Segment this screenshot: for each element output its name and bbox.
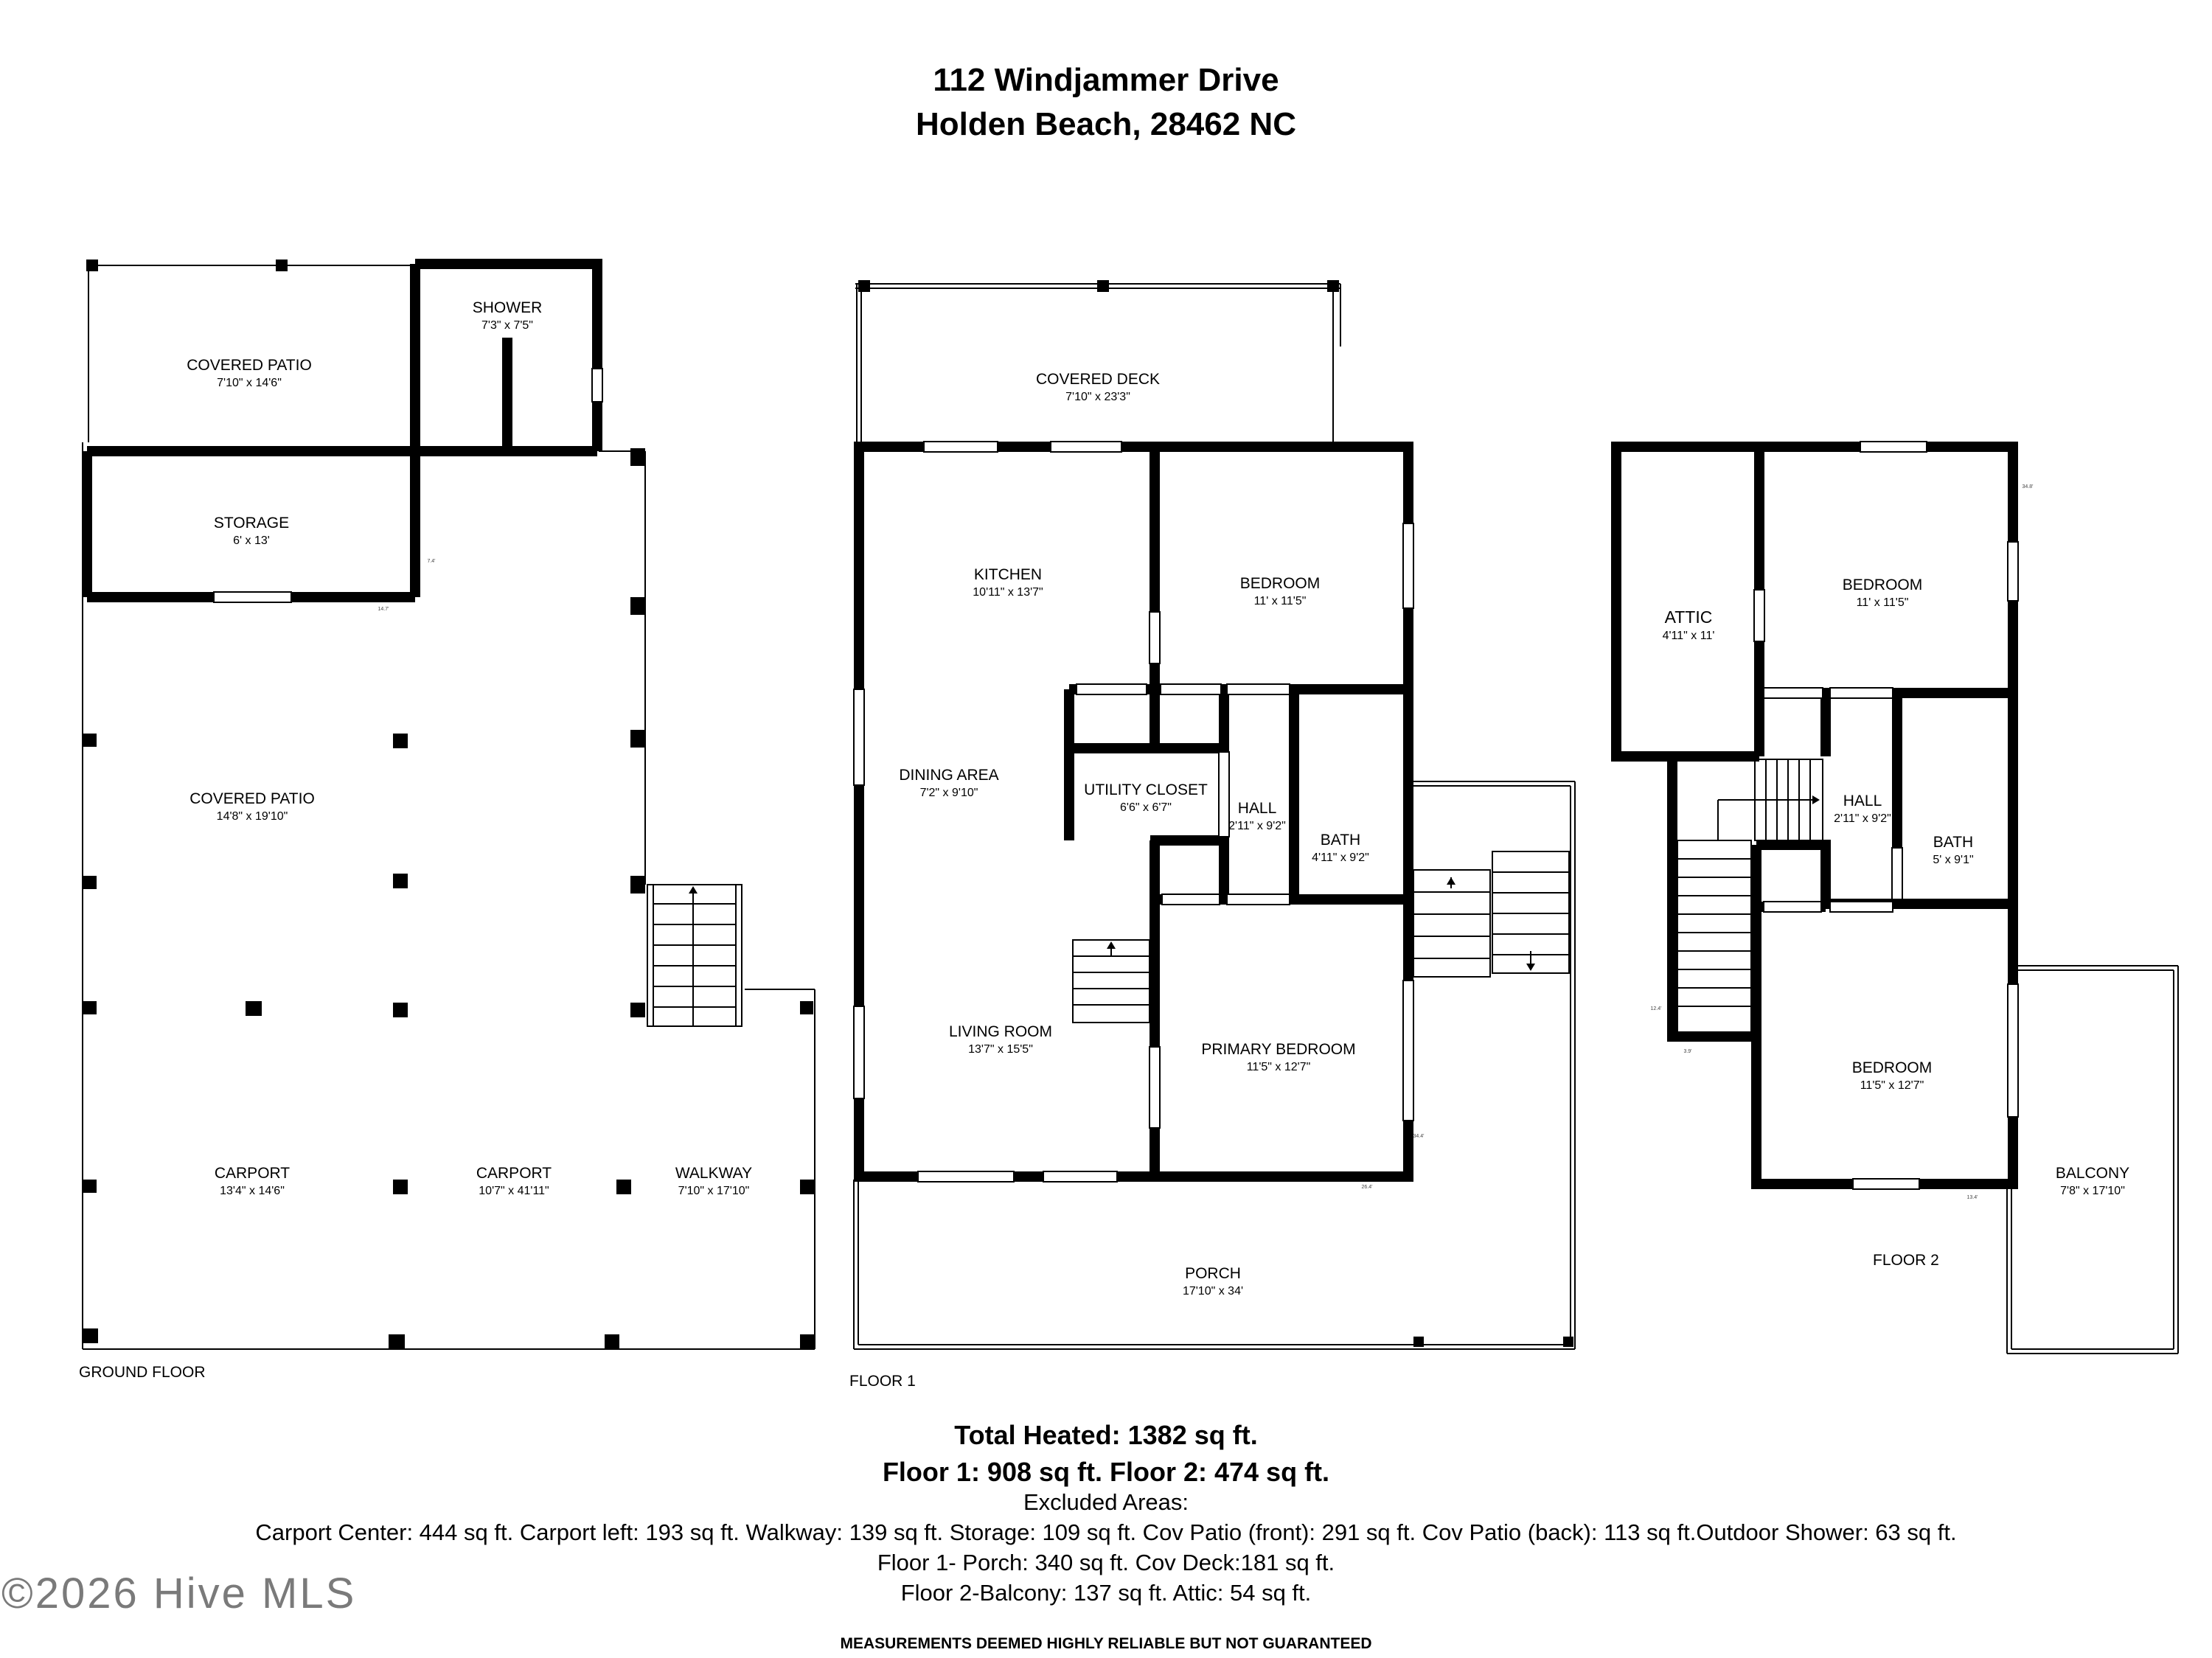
excluded-title: Excluded Areas: <box>1023 1489 1189 1515</box>
room-name: BATH <box>1321 832 1360 849</box>
small-dim: 14.7' <box>378 607 389 612</box>
room-dims: 7'10" x 17'10" <box>678 1185 750 1197</box>
room-dims: 6' x 13' <box>233 534 270 547</box>
room-name: LIVING ROOM <box>949 1023 1052 1040</box>
room-name: SHOWER <box>473 299 543 316</box>
room-dims: 4'11" x 9'2" <box>1312 851 1369 864</box>
room-name: HALL <box>1238 800 1277 817</box>
address-line-1: 112 Windjammer Drive <box>933 62 1279 98</box>
stair-arrow <box>689 886 698 894</box>
excluded-line-2: Floor 1- Porch: 340 sq ft. Cov Deck:181 … <box>877 1550 1335 1575</box>
room-name: BALCONY <box>2056 1165 2129 1182</box>
window <box>213 591 292 603</box>
room-dims: 14'8" x 19'10" <box>217 810 288 823</box>
disclaimer: MEASUREMENTS DEEMED HIGHLY RELIABLE BUT … <box>840 1635 1372 1652</box>
room-name: BATH <box>1933 834 1973 851</box>
room-name: BEDROOM <box>1843 577 1923 593</box>
room-dims: 13'4" x 14'6" <box>220 1185 285 1197</box>
small-dim: 12.4' <box>1651 1006 1662 1011</box>
room-dims: 7'3" x 7'5" <box>481 319 533 332</box>
room-dims: 17'10" x 34' <box>1183 1285 1243 1298</box>
room-dims: 11'5" x 12'7" <box>1860 1079 1924 1092</box>
room-dims: 7'10" x 23'3" <box>1065 391 1130 403</box>
window <box>591 368 603 403</box>
room-name: PORCH <box>1185 1265 1241 1282</box>
room-dims: 10'11" x 13'7" <box>973 586 1043 599</box>
room-name: CARPORT <box>215 1165 290 1182</box>
room-name: STORAGE <box>214 515 289 532</box>
floor1-plan: COVERED DECK 7'10" x 23'3" KITCHEN 10'11… <box>849 280 1576 1390</box>
room-name: WALKWAY <box>675 1165 752 1182</box>
room-name: KITCHEN <box>974 566 1042 583</box>
room-dims: 2'11" x 9'2" <box>1834 812 1891 825</box>
floor-name: GROUND FLOOR <box>79 1364 206 1381</box>
room-name: ATTIC <box>1665 607 1713 627</box>
total-heated: Total Heated: 1382 sq ft. <box>954 1420 1258 1450</box>
room-dims: 7'2" x 9'10" <box>920 787 978 799</box>
room-name: UTILITY CLOSET <box>1084 781 1208 798</box>
posts <box>83 260 815 1349</box>
address-line-2: Holden Beach, 28462 NC <box>916 106 1296 142</box>
room-dims: 11'5" x 12'7" <box>1247 1061 1311 1073</box>
room-name: DINING AREA <box>899 767 998 784</box>
floor-name: FLOOR 1 <box>849 1373 916 1390</box>
room-dims: 4'11" x 11' <box>1663 630 1715 642</box>
small-dim: 34.4' <box>1413 1134 1425 1139</box>
room-dims: 13'7" x 15'5" <box>968 1043 1033 1056</box>
room-dims: 11' x 11'5" <box>1254 595 1307 607</box>
small-dim: 3.9' <box>1683 1049 1691 1054</box>
room-name: BEDROOM <box>1240 575 1321 592</box>
room-name: CARPORT <box>476 1165 552 1182</box>
room-name: HALL <box>1843 793 1882 809</box>
room-name: COVERED DECK <box>1036 371 1160 388</box>
excluded-line-1: Carport Center: 444 sq ft. Carport left:… <box>255 1519 1957 1545</box>
room-dims: 7'8" x 17'10" <box>2060 1185 2125 1197</box>
room-name: COVERED PATIO <box>187 357 312 374</box>
room-dims: 2'11" x 9'2" <box>1228 820 1286 832</box>
floors-area: Floor 1: 908 sq ft. Floor 2: 474 sq ft. <box>882 1457 1330 1487</box>
excluded-line-3: Floor 2-Balcony: 137 sq ft. Attic: 54 sq… <box>900 1580 1312 1606</box>
ground-floor-plan: COVERED PATIO 7'10" x 14'6" SHOWER 7'3" … <box>79 259 815 1381</box>
ground-stairs <box>647 884 742 1027</box>
small-dim: 13.4' <box>1967 1195 1978 1200</box>
wall <box>415 259 602 369</box>
watermark: ©2026 Hive MLS <box>1 1570 357 1617</box>
small-dim: 34.8' <box>2023 484 2034 490</box>
floor2-plan: ATTIC 4'11" x 11' BEDROOM 11' x 11'5" HA… <box>1611 441 2179 1354</box>
room-dims: 7'10" x 14'6" <box>217 377 282 389</box>
small-dim: 26.4' <box>1362 1185 1373 1190</box>
floor-name: FLOOR 2 <box>1873 1252 1939 1269</box>
room-name: BEDROOM <box>1852 1059 1933 1076</box>
room-dims: 10'7" x 41'11" <box>479 1185 549 1197</box>
room-dims: 5' x 9'1" <box>1933 854 1973 866</box>
room-name: COVERED PATIO <box>189 790 315 807</box>
room-dims: 11' x 11'5" <box>1857 596 1909 609</box>
small-dim: 7.4' <box>427 559 435 564</box>
room-name: PRIMARY BEDROOM <box>1201 1041 1355 1058</box>
room-dims: 6'6" x 6'7" <box>1120 801 1172 814</box>
